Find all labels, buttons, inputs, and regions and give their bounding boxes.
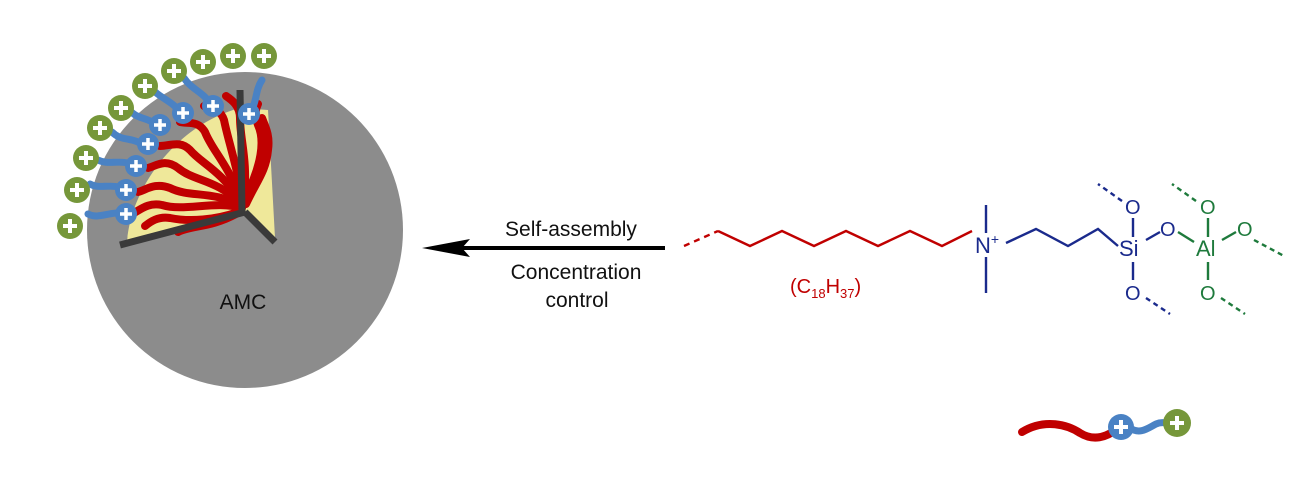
bond-al-o-dashed-top <box>1171 183 1197 202</box>
bond-al-o-dashed-bottom <box>1220 297 1246 315</box>
plus-circle-blue-icon <box>149 114 171 136</box>
bond-al-o-right <box>1221 230 1237 242</box>
oxygen-al-right: O <box>1237 219 1253 241</box>
plus-circle-blue-icon <box>202 95 224 117</box>
plus-circle-blue-icon <box>115 179 137 201</box>
arrow-label-bottom-line2: control <box>545 289 608 312</box>
oxygen-bridge: O <box>1160 219 1176 241</box>
bond-o-al <box>1177 230 1195 244</box>
plus-circle-green-icon <box>220 43 246 69</box>
plus-circle-green-icon <box>132 73 158 99</box>
reaction-arrow: Self-assembly Concentration control <box>422 218 665 312</box>
arrow-label-bottom-line1: Concentration <box>511 261 642 284</box>
propyl-linker <box>1005 227 1119 248</box>
plus-circle-green-icon <box>190 49 216 75</box>
cationic-heads <box>115 95 260 225</box>
molecular-structure: (C18H37) N+ Si O O O Al O O O <box>683 183 1285 315</box>
oxygen-si-bottom: O <box>1125 283 1141 305</box>
nitrogen-atom: N+ <box>975 231 999 258</box>
plus-circle-green-icon <box>1163 409 1191 437</box>
sphere-label: AMC <box>220 291 267 314</box>
plus-circle-green-icon <box>161 58 187 84</box>
plus-circle-blue-icon <box>115 203 137 225</box>
plus-circle-green-icon <box>64 177 90 203</box>
bond-si-o-right <box>1145 230 1161 242</box>
alkyl-chain <box>717 229 973 248</box>
plus-circle-blue-icon <box>172 102 194 124</box>
silicon-atom: Si <box>1119 236 1139 261</box>
oxygen-al-top: O <box>1200 197 1216 219</box>
chain-truncation <box>683 229 719 248</box>
bond-o-dashed-bottom <box>1145 297 1171 315</box>
plus-circle-green-icon <box>108 95 134 121</box>
plus-circle-blue-icon <box>238 103 260 125</box>
anionic-heads <box>57 43 277 239</box>
aluminum-atom: Al <box>1196 236 1216 261</box>
plus-circle-blue-icon <box>137 133 159 155</box>
arrow-head-icon <box>422 239 470 257</box>
plus-circle-green-icon <box>251 43 277 69</box>
bond-o-dashed-top <box>1097 183 1123 202</box>
micelle-sphere-icon <box>87 72 403 388</box>
arrow-label-top: Self-assembly <box>505 218 637 241</box>
plus-circle-blue-icon <box>1108 414 1134 440</box>
surfactant-legend-icon <box>1018 409 1191 442</box>
plus-circle-green-icon <box>57 213 83 239</box>
amc-micelle: AMC <box>57 43 403 388</box>
plus-circle-green-icon <box>73 145 99 171</box>
plus-circle-blue-icon <box>125 155 147 177</box>
bond-al-o-dashed-right <box>1253 238 1285 258</box>
oxygen-si-top: O <box>1125 197 1141 219</box>
chain-label: (C18H37) <box>790 276 861 301</box>
oxygen-al-bottom: O <box>1200 283 1216 305</box>
plus-circle-green-icon <box>87 115 113 141</box>
